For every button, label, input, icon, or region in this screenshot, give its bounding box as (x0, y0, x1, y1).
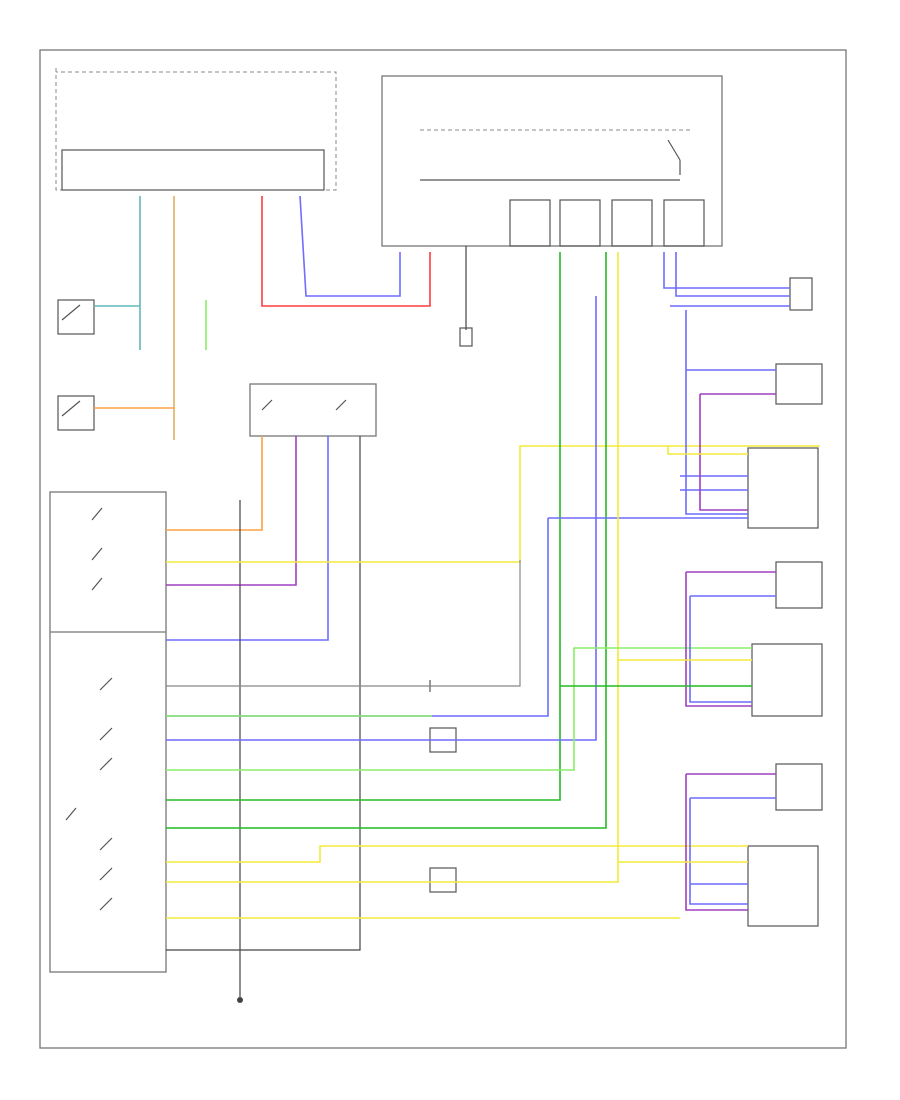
wire-blue-module (166, 436, 329, 641)
wire-blue-top (299, 195, 401, 297)
inline-connectors (429, 680, 457, 893)
wire-yellow-lower (166, 252, 619, 883)
fuse-block-left (55, 68, 337, 191)
wire-purple (166, 436, 297, 586)
wires (94, 195, 820, 998)
wire-yellow-upper (166, 445, 820, 563)
connector-top-right (789, 277, 813, 311)
motor-front-right (747, 363, 823, 529)
diagram-frame (39, 49, 847, 1049)
wire-blue-long (166, 296, 597, 741)
ground-bottom-symbol (237, 997, 243, 1003)
master-switch-block (49, 491, 167, 973)
wire-red (261, 196, 431, 307)
wire-green (166, 252, 561, 801)
window-lock-switch (249, 383, 377, 437)
unit-boxes (509, 199, 705, 247)
motor-rear-left (751, 561, 823, 717)
fuse-block-center (381, 75, 723, 247)
ground-center-symbol (459, 246, 473, 347)
motor-rear-right (747, 763, 823, 927)
left-switches (57, 299, 95, 431)
relay-switch-symbol (667, 139, 681, 175)
